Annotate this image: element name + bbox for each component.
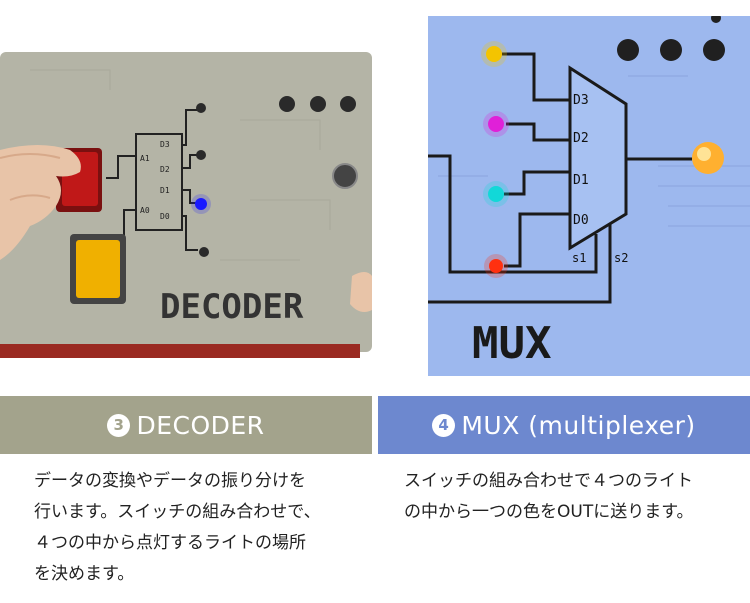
mux-pin-d2-label: D2 xyxy=(573,131,589,146)
pin-a1-label: A1 xyxy=(140,154,150,163)
mux-board-illustration: D3 D2 D1 D0 s1 s2 MUX xyxy=(428,16,750,376)
decoder-desc-line: ４つの中から点灯するライトの場所 xyxy=(34,533,306,553)
decoder-desc-line: データの変換やデータの振り分けを xyxy=(34,471,306,491)
mux-pin-s2-label: s2 xyxy=(614,251,628,265)
mux-photo: D3 D2 D1 D0 s1 s2 MUX xyxy=(428,16,750,376)
led-cyan xyxy=(488,186,504,202)
mux-number-badge: 4 xyxy=(432,413,456,437)
led-red xyxy=(489,259,503,273)
mux-heading-bar: 4 MUX (multiplexer) xyxy=(378,396,750,454)
mux-description: スイッチの組み合わせで４つのライト の中から一つの色をOUTに送ります。 xyxy=(404,466,734,528)
decoder-desc-line: を決めます。 xyxy=(34,564,135,584)
pin-d3-label: D3 xyxy=(160,140,170,149)
decoder-photo: A1 A0 D3 D2 D1 D0 xyxy=(0,0,372,378)
mux-pin-d0-label: D0 xyxy=(573,213,589,228)
decoder-number-badge: 3 xyxy=(107,413,131,437)
pin-d2-label: D2 xyxy=(160,165,170,174)
mux-desc-line: の中から一つの色をOUTに送ります。 xyxy=(404,502,694,522)
mux-desc-line: スイッチの組み合わせで４つのライト xyxy=(404,471,693,491)
led-magenta xyxy=(488,116,504,132)
led-blue-lit xyxy=(195,198,207,210)
decoder-board-illustration: A1 A0 D3 D2 D1 D0 xyxy=(0,0,372,378)
pin-d0-label: D0 xyxy=(160,212,170,221)
decoder-photo-label: DECODER xyxy=(160,287,304,327)
mux-pin-d1-label: D1 xyxy=(573,173,589,188)
decoder-heading-bar: 3 DECODER xyxy=(0,396,372,454)
decoder-heading: DECODER xyxy=(136,410,265,440)
pin-d1-label: D1 xyxy=(160,186,170,195)
mux-heading: MUX (multiplexer) xyxy=(461,410,696,440)
mux-pin-s1-label: s1 xyxy=(572,251,586,265)
pin-a0-label: A0 xyxy=(140,206,150,215)
mux-photo-label: MUX xyxy=(472,318,551,369)
decoder-desc-line: 行います。スイッチの組み合わせで、 xyxy=(34,502,321,522)
led-yellow xyxy=(486,46,502,62)
mux-pin-d3-label: D3 xyxy=(573,93,589,108)
decoder-description: データの変換やデータの振り分けを 行います。スイッチの組み合わせで、 ４つの中か… xyxy=(34,466,364,590)
